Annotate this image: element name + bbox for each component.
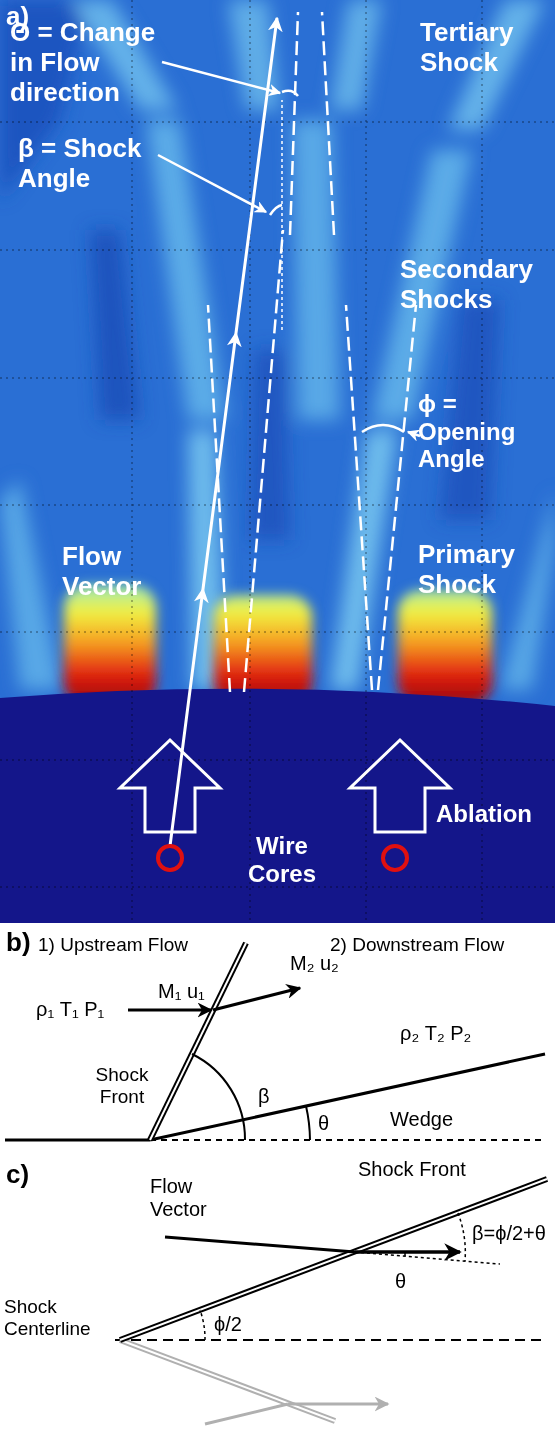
- ablation-arrows: [120, 740, 450, 832]
- label-text: β=ϕ/2+θ: [472, 1222, 552, 1245]
- label-text: β: [258, 1085, 278, 1108]
- reference-line: [281, 100, 283, 330]
- density-streaks: [0, 0, 555, 690]
- label-text: θ: [318, 1112, 338, 1135]
- label-text: Tertiary Shock: [420, 18, 550, 78]
- label-text: Wire Cores: [232, 832, 332, 887]
- flow-vector-arrow: [170, 18, 277, 846]
- shock-front: [150, 943, 246, 1140]
- label-text: Flow Vector: [150, 1175, 230, 1221]
- colormap-panel: [0, 0, 555, 925]
- label-text: Shock Centerline: [4, 1296, 114, 1340]
- angle-arcs: [270, 91, 404, 432]
- label-text: Secondary Shocks: [400, 255, 550, 315]
- label-text: Shock Front: [86, 1064, 158, 1108]
- shock-lines: [208, 12, 416, 692]
- label-text: c): [6, 1160, 46, 1190]
- label-text: ϕ = Opening Angle: [418, 390, 552, 473]
- leader-lines: [158, 62, 420, 436]
- label-text: 2) Downstream Flow: [330, 934, 550, 956]
- label-text: M₁ u₁: [158, 980, 218, 1003]
- label-text: Θ = Change in Flow direction: [10, 18, 170, 108]
- label-text: Primary Shock: [418, 540, 548, 600]
- grid-lines: [0, 0, 555, 925]
- wedge-line: [150, 1054, 545, 1140]
- label-text: Ablation: [436, 800, 546, 828]
- label-text: ρ₂ T₂ P₂: [400, 1022, 500, 1045]
- label-text: Wedge: [390, 1108, 470, 1131]
- label-text: 1) Upstream Flow: [38, 934, 238, 956]
- primary-shock-blobs: [64, 585, 492, 705]
- label-text: Flow Vector: [62, 542, 157, 602]
- wire-region: [0, 689, 555, 925]
- wedge-shock-panel: [5, 943, 545, 1140]
- label-text: θ: [395, 1270, 415, 1293]
- label-text: ϕ/2: [214, 1313, 254, 1336]
- label-text: Shock Front: [358, 1158, 478, 1181]
- label-text: β = Shock Angle: [18, 134, 158, 194]
- label-text: M₂ u₂: [290, 952, 360, 975]
- label-text: ρ₁ T₁ P₁: [36, 998, 126, 1021]
